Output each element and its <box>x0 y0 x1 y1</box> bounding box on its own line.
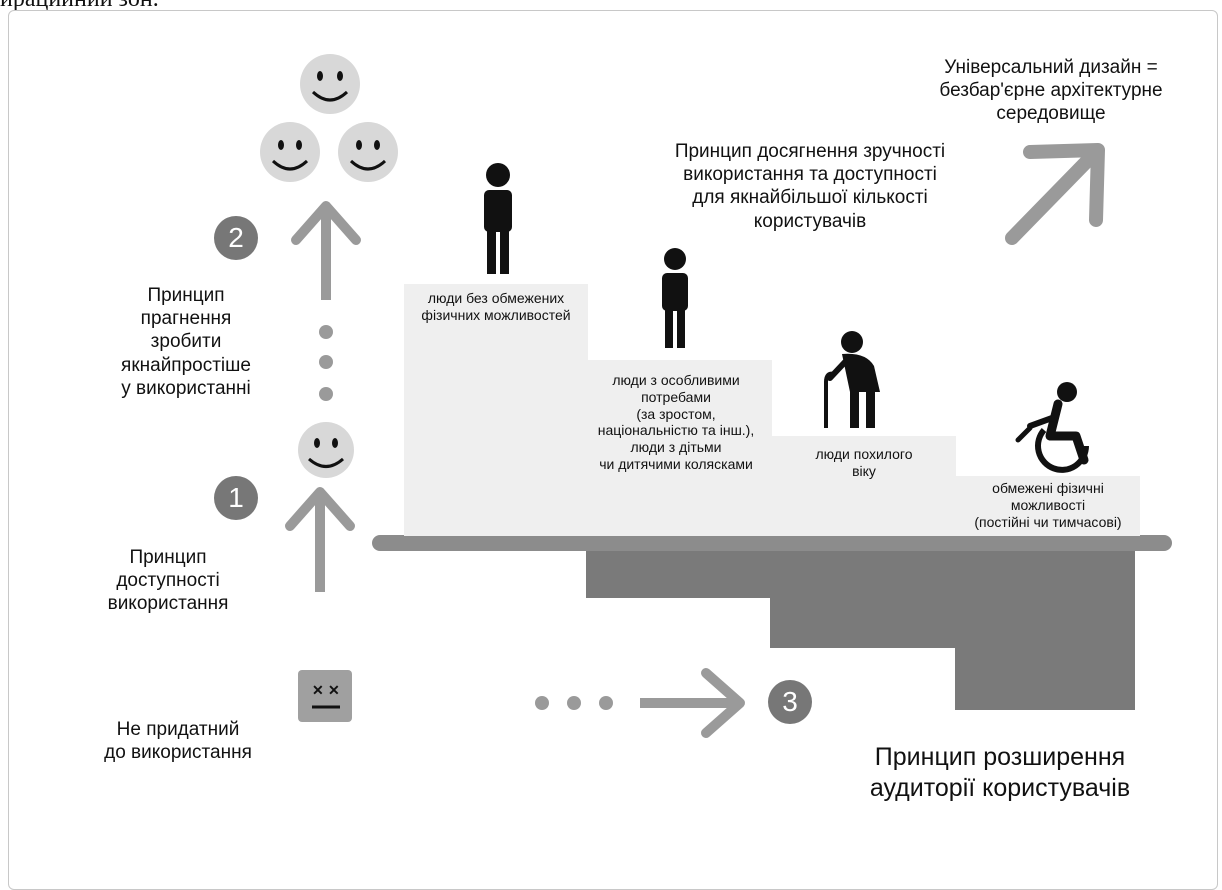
happy-face-icon <box>300 54 360 114</box>
happy-face-icon <box>298 422 354 478</box>
dot-icon <box>319 387 333 401</box>
svg-text:✕: ✕ <box>312 682 324 698</box>
step-box-3 <box>772 436 956 536</box>
universal-design-label: Універсальний дизайн = безбар'єрне архіт… <box>939 57 1163 125</box>
dot-icon <box>319 355 333 369</box>
underside-step-3 <box>955 550 1135 710</box>
principle-simplicity: Принцип прагнення зробити якнайпростіше … <box>121 285 251 399</box>
dot-icon <box>319 325 333 339</box>
group-label-no-limitations: люди без обмежених фізичних можливостей <box>421 290 571 323</box>
underside-step-2 <box>770 550 972 648</box>
dot-icon <box>567 696 581 710</box>
wheelchair-user-icon <box>1015 382 1089 473</box>
step-box-2 <box>588 360 772 536</box>
group-label-physical-limitations: обмежені фізичні можливості (постійні чи… <box>974 480 1122 530</box>
step-box-1 <box>404 284 588 536</box>
dot-icon <box>535 696 549 710</box>
happy-face-icon <box>338 122 398 182</box>
principle-audience: Принцип розширення аудиторії користувачі… <box>869 743 1131 803</box>
badge-two: 2 <box>214 216 258 260</box>
svg-text:✕: ✕ <box>328 682 340 698</box>
elderly-person-with-cane-icon <box>824 331 880 428</box>
happy-face-icon <box>260 122 320 182</box>
group-label-special-needs: люди з особливими потребами (за зростом,… <box>597 372 755 472</box>
unusable-label: Не придатний до використання <box>104 719 252 764</box>
principle-accessibility: Принцип доступності використання <box>107 547 229 615</box>
standing-person-icon <box>662 248 688 348</box>
up-arrow-icon <box>291 201 361 300</box>
cropped-top-text: ирацийний зон. <box>0 0 700 16</box>
principle-convenience: Принцип досягнення зручності використанн… <box>674 141 946 232</box>
step-box-4 <box>956 476 1140 536</box>
base-bar <box>372 535 1172 551</box>
standing-person-icon <box>484 163 512 274</box>
badge-one: 1 <box>214 476 258 520</box>
dot-icon <box>599 696 613 710</box>
diagonal-arrow-icon <box>1005 143 1105 245</box>
group-label-elderly: люди похилого віку <box>815 446 913 479</box>
right-arrow-icon <box>640 668 745 738</box>
badge-three: 3 <box>768 680 812 724</box>
unusable-face-icon: ✕ ✕ <box>298 670 352 722</box>
up-arrow-icon <box>285 487 355 592</box>
